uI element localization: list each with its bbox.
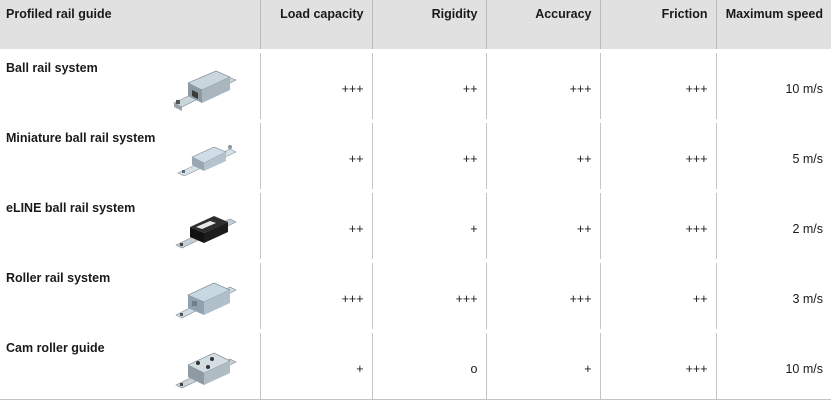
cell-load-capacity: ++ <box>259 119 372 192</box>
cell-rigidity: ++ <box>371 49 486 122</box>
cell-friction: +++ <box>599 329 716 400</box>
cam-roller-carriage-icon <box>175 352 237 389</box>
cell-load-capacity: +++ <box>259 259 372 332</box>
cell-accuracy: +++ <box>485 259 600 332</box>
header-rigidity: Rigidity <box>371 0 486 51</box>
cell-maximum-speed: 3 m/s <box>715 259 831 332</box>
miniature-rail-carriage-icon <box>177 145 237 177</box>
cell-rigidity: +++ <box>371 259 486 332</box>
product-name: Roller rail system <box>6 271 111 285</box>
cell-friction: +++ <box>599 49 716 122</box>
header-accuracy: Accuracy <box>485 0 600 51</box>
cell-rigidity: + <box>371 189 486 262</box>
table-header-row: Profiled rail guide Load capacity Rigidi… <box>0 0 831 51</box>
cell-rigidity: ++ <box>371 119 486 192</box>
product-cell: eLINE ball rail system <box>0 189 260 262</box>
header-maximum-speed: Maximum speed <box>715 0 831 51</box>
cell-accuracy: ++ <box>485 189 600 262</box>
product-cell: Miniature ball rail system <box>0 119 260 192</box>
table-row: Miniature ball rail system ++ ++ ++ +++ … <box>0 119 831 192</box>
ball-rail-carriage-icon <box>173 70 237 111</box>
cell-load-capacity: ++ <box>259 189 372 262</box>
product-cell: Ball rail system <box>0 49 260 122</box>
product-cell: Cam roller guide <box>0 329 260 400</box>
roller-rail-carriage-icon <box>175 282 237 319</box>
header-friction: Friction <box>599 0 716 51</box>
table-row: eLINE ball rail system ++ + ++ +++ 2 m/s <box>0 189 831 262</box>
table-row: Cam roller guide + o + +++ 1 <box>0 329 831 400</box>
header-profiled-rail-guide: Profiled rail guide <box>0 0 260 51</box>
cell-maximum-speed: 10 m/s <box>715 329 831 400</box>
cell-rigidity: o <box>371 329 486 400</box>
cell-maximum-speed: 10 m/s <box>715 49 831 122</box>
cell-friction: ++ <box>599 259 716 332</box>
cell-load-capacity: + <box>259 329 372 400</box>
cell-accuracy: +++ <box>485 49 600 122</box>
cell-accuracy: ++ <box>485 119 600 192</box>
header-load-capacity: Load capacity <box>259 0 372 51</box>
cell-friction: +++ <box>599 189 716 262</box>
cell-friction: +++ <box>599 119 716 192</box>
table-row: Ball rail system +++ ++ +++ +++ 10 m/s <box>0 49 831 122</box>
cell-maximum-speed: 5 m/s <box>715 119 831 192</box>
cell-load-capacity: +++ <box>259 49 372 122</box>
eline-rail-carriage-icon <box>175 216 237 249</box>
product-name: Cam roller guide <box>6 341 105 355</box>
cell-accuracy: + <box>485 329 600 400</box>
product-name: Miniature ball rail system <box>6 131 156 145</box>
cell-maximum-speed: 2 m/s <box>715 189 831 262</box>
product-name: Ball rail system <box>6 61 98 75</box>
product-name: eLINE ball rail system <box>6 201 136 215</box>
product-cell: Roller rail system <box>0 259 260 332</box>
table-row: Roller rail system +++ +++ +++ ++ 3 m/s <box>0 259 831 332</box>
